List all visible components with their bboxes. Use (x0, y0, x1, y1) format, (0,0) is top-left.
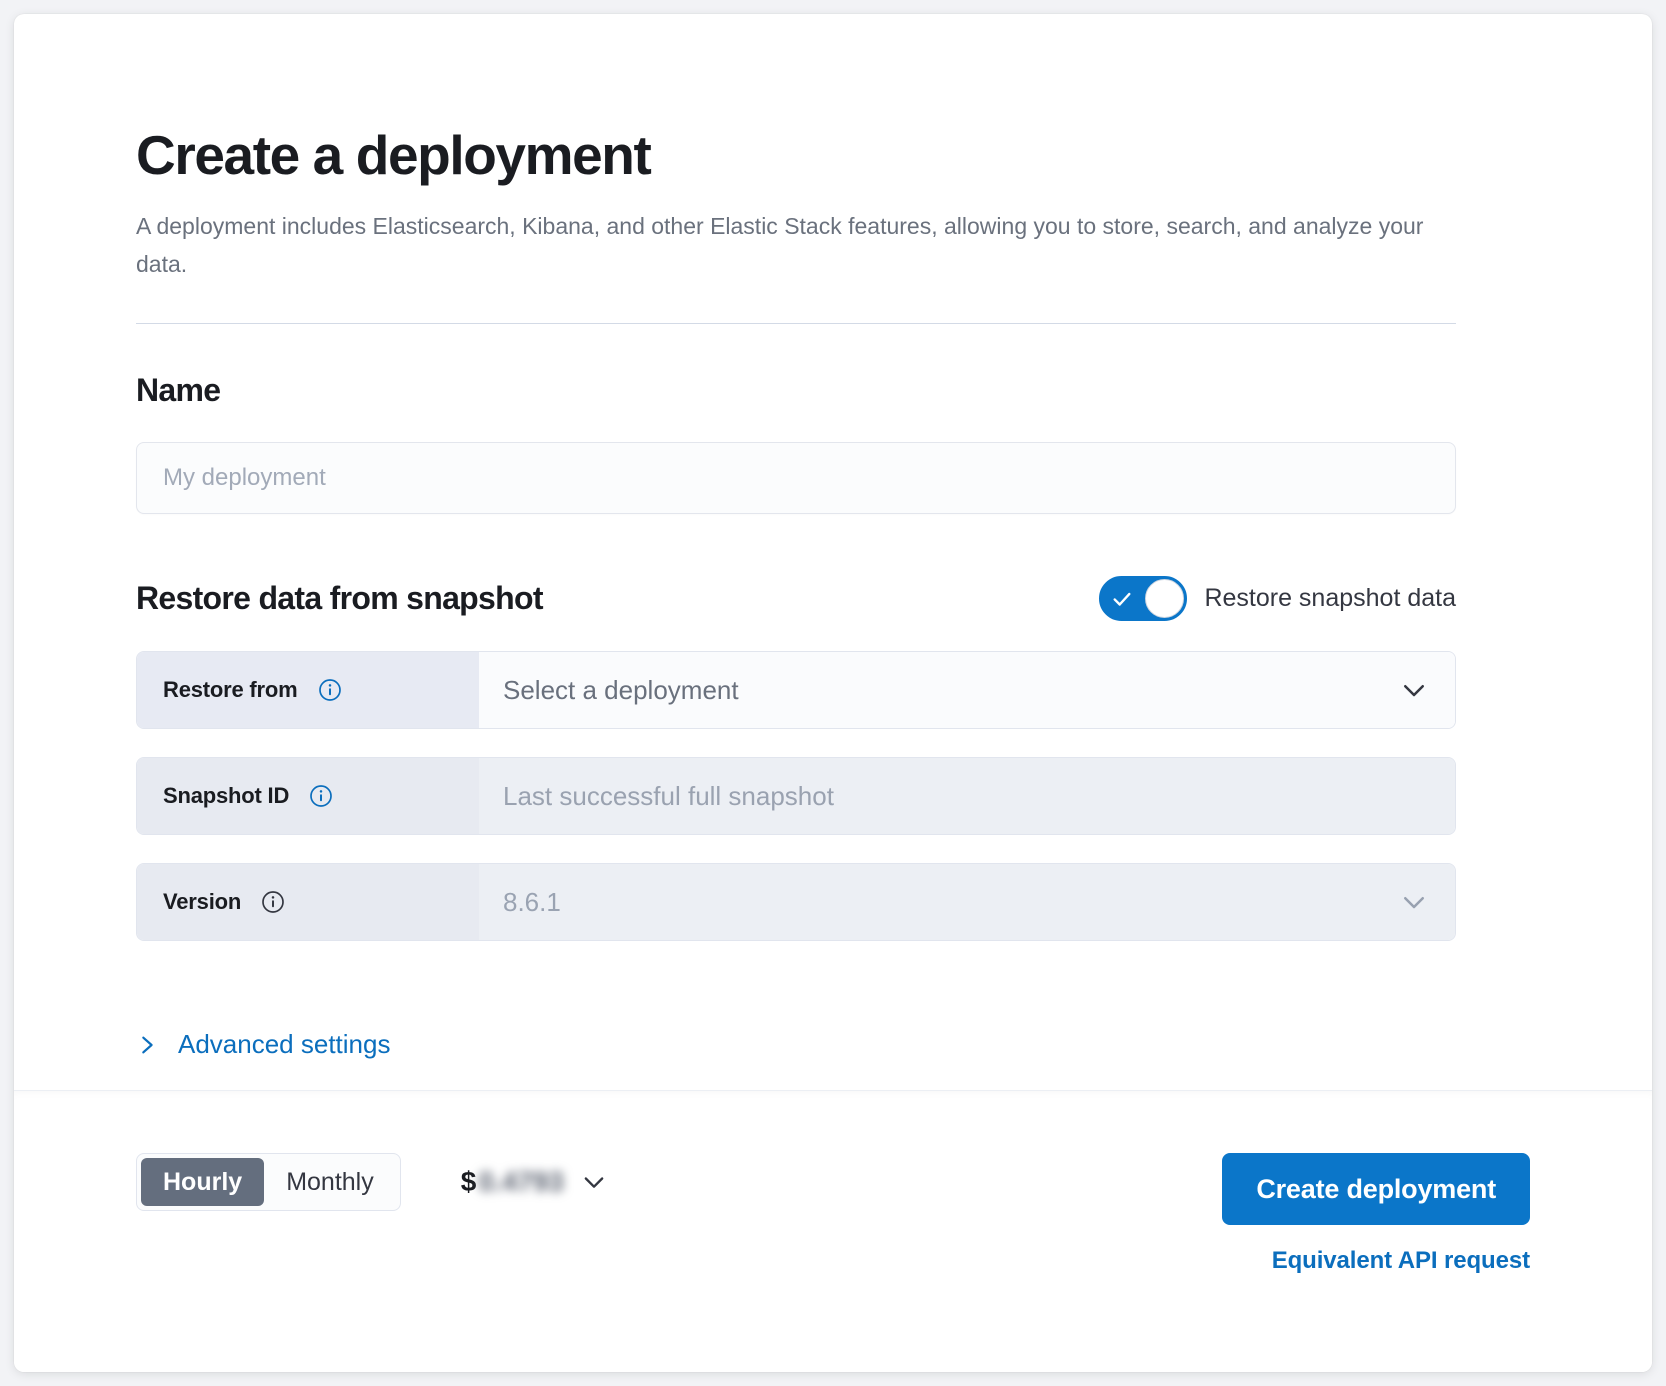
version-value: 8.6.1 (503, 886, 561, 917)
footer-left-group: Hourly Monthly $ 0.4793 (136, 1153, 608, 1211)
billing-period-segmented-control[interactable]: Hourly Monthly (136, 1153, 401, 1211)
snapshot-id-label: Snapshot ID (163, 783, 290, 809)
form-row-snapshot-id[interactable]: Snapshot ID Last successful full snapsho… (136, 757, 1456, 836)
price-currency: $ (460, 1166, 477, 1197)
restore-form-rows: Restore from Select a deployment (136, 651, 1456, 942)
create-deployment-panel: Create a deployment A deployment include… (14, 14, 1652, 1372)
deployment-name-input[interactable]: My deployment (136, 442, 1456, 515)
price-display: $ 0.4793 (461, 1166, 564, 1198)
version-field[interactable]: 8.6.1 (479, 864, 1455, 941)
chevron-down-icon[interactable] (580, 1168, 608, 1196)
page-subtitle: A deployment includes Elasticsearch, Kib… (136, 213, 1424, 278)
create-deployment-button[interactable]: Create deployment (1222, 1153, 1530, 1225)
chevron-down-icon[interactable] (1399, 887, 1429, 917)
restore-snapshot-toggle[interactable] (1099, 576, 1188, 622)
footer-bar: Hourly Monthly $ 0.4793 Create deploymen… (14, 1090, 1652, 1372)
chevron-down-icon[interactable] (1399, 675, 1429, 705)
chevron-right-icon (142, 1036, 153, 1054)
restore-from-field[interactable]: Select a deployment (479, 652, 1455, 729)
billing-option-hourly[interactable]: Hourly (141, 1158, 265, 1206)
price-amount: 0.4793 (478, 1166, 564, 1197)
restore-section-header: Restore data from snapshot Restore snaps… (136, 576, 1456, 622)
advanced-settings-toggle[interactable]: Advanced settings (136, 1029, 390, 1060)
deployment-name-placeholder: My deployment (163, 464, 326, 492)
form-row-version[interactable]: Version 8.6.1 (136, 863, 1456, 942)
snapshot-id-field[interactable]: Last successful full snapshot (479, 758, 1455, 835)
info-circle-icon[interactable] (309, 784, 333, 808)
check-icon (1113, 593, 1131, 607)
content-column: Create a deployment A deployment include… (136, 124, 1456, 1063)
info-circle-icon[interactable] (318, 678, 342, 702)
page-title: Create a deployment (136, 124, 652, 186)
name-section: Name My deployment (136, 372, 1456, 515)
panel-body: Create a deployment A deployment include… (14, 14, 1652, 1090)
restore-section-heading: Restore data from snapshot (136, 580, 543, 617)
billing-option-monthly[interactable]: Monthly (286, 1167, 374, 1196)
restore-toggle-group[interactable]: Restore snapshot data (1099, 576, 1456, 622)
restore-toggle-label: Restore snapshot data (1204, 584, 1456, 613)
footer-right-group: Create deployment Equivalent API request (1222, 1153, 1530, 1275)
snapshot-id-label-cell: Snapshot ID (137, 758, 479, 835)
toggle-knob (1145, 579, 1185, 619)
version-label-cell: Version (137, 864, 479, 941)
price-group[interactable]: $ 0.4793 (461, 1166, 608, 1198)
restore-from-value: Select a deployment (503, 674, 739, 705)
name-section-heading: Name (136, 372, 221, 409)
snapshot-id-value: Last successful full snapshot (503, 780, 834, 811)
version-label: Version (163, 889, 242, 915)
header-divider (136, 323, 1456, 325)
form-row-restore-from[interactable]: Restore from Select a deployment (136, 651, 1456, 730)
advanced-settings-label: Advanced settings (178, 1029, 391, 1060)
restore-from-label-cell: Restore from (137, 652, 479, 729)
equivalent-api-request-link[interactable]: Equivalent API request (1271, 1247, 1530, 1274)
restore-from-label: Restore from (163, 677, 298, 703)
info-circle-icon[interactable] (261, 890, 285, 914)
